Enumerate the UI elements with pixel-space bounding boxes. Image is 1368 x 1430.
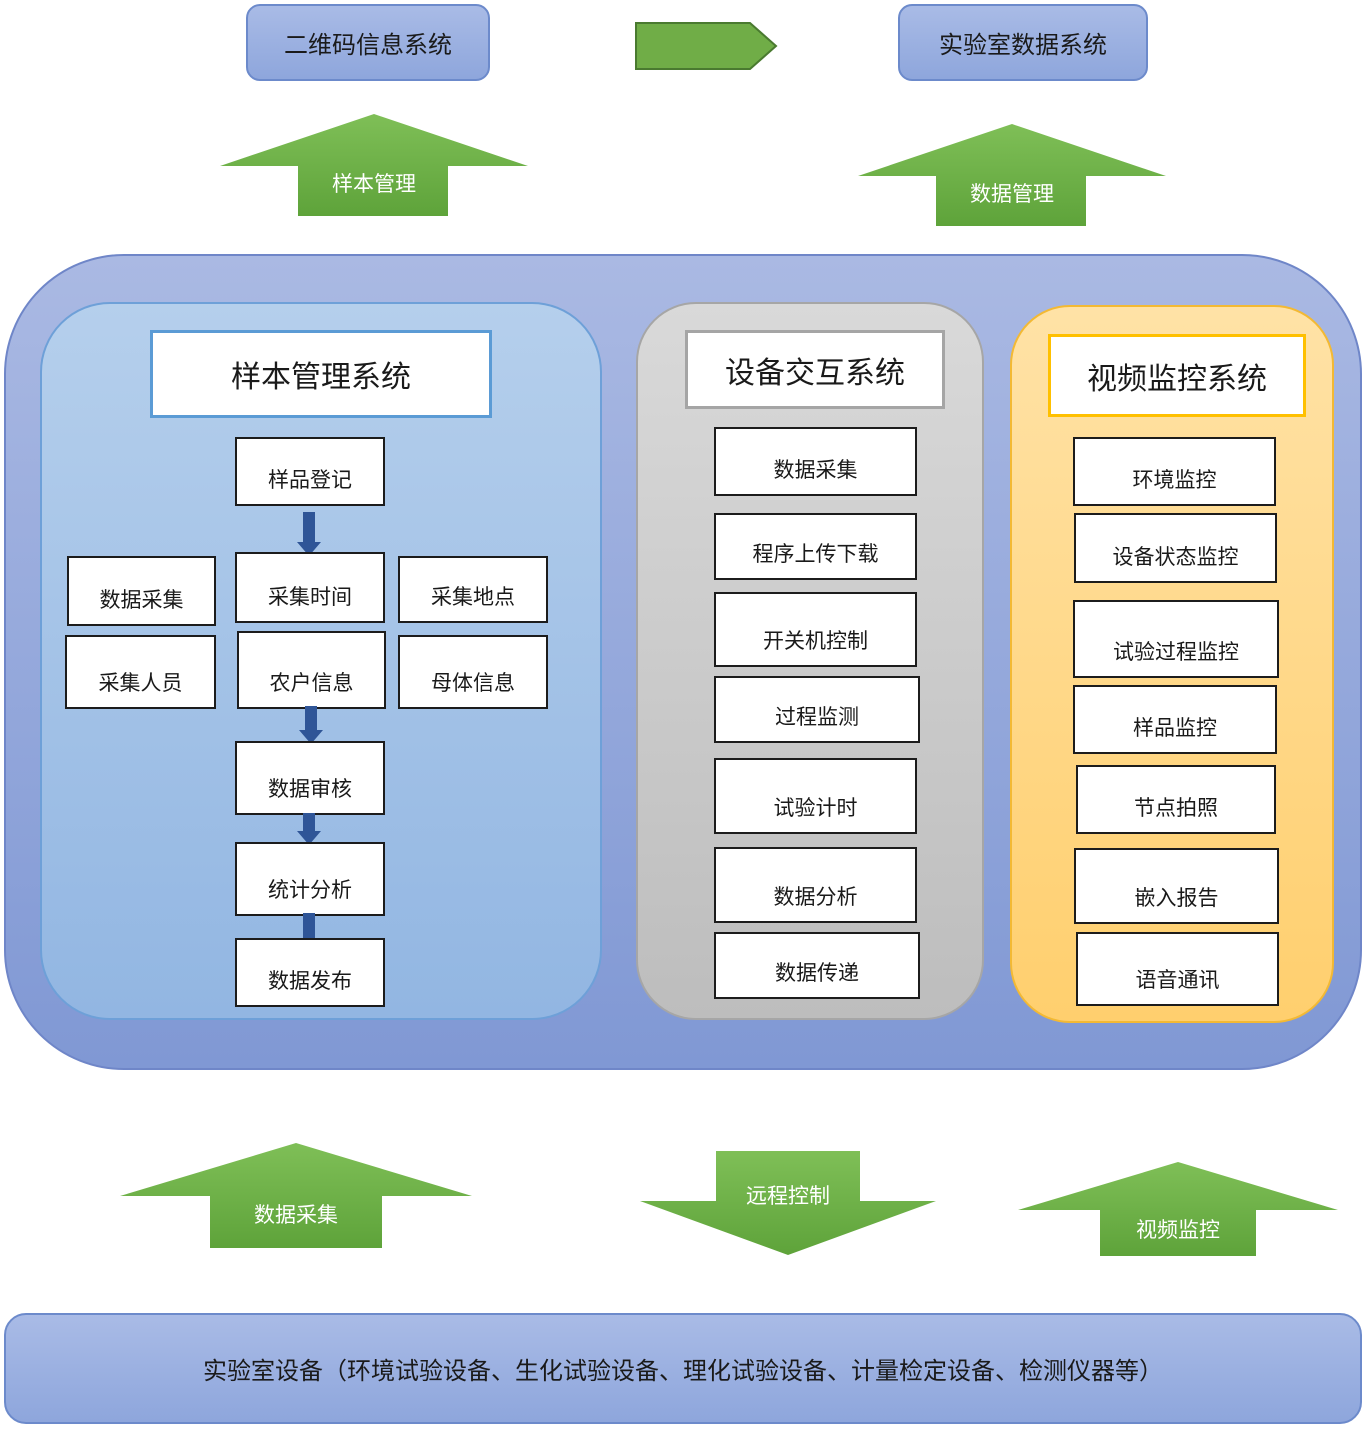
data-collect-arrow-label: 数据采集 xyxy=(254,1203,338,1227)
data-review-box: 数据审核 xyxy=(235,741,385,815)
device-item-power-control: 开关机控制 xyxy=(714,592,917,667)
right-arrow-icon xyxy=(634,21,778,71)
lab-data-system: 实验室数据系统 xyxy=(898,4,1148,81)
device-item-data-collect: 数据采集 xyxy=(714,427,917,496)
flow-arrow-icon xyxy=(297,813,321,845)
video-item-embed-report: 嵌入报告 xyxy=(1074,848,1279,924)
video-monitor-arrow: 视频监控 xyxy=(1018,1162,1338,1256)
device-interaction-title: 设备交互系统 xyxy=(685,330,945,409)
qr-info-system: 二维码信息系统 xyxy=(246,4,490,81)
data-collect-box: 数据采集 xyxy=(67,556,216,626)
collect-person-box: 采集人员 xyxy=(65,635,216,709)
device-item-process-monitor: 过程监测 xyxy=(714,676,920,743)
video-monitor-title: 视频监控系统 xyxy=(1048,334,1306,417)
video-item-sample: 样品监控 xyxy=(1073,685,1277,754)
video-item-device-status: 设备状态监控 xyxy=(1074,513,1277,583)
collect-place-box: 采集地点 xyxy=(398,556,548,623)
sample-mgmt-arrow-label: 样本管理 xyxy=(332,172,416,196)
video-item-node-photo: 节点拍照 xyxy=(1076,765,1276,834)
data-mgmt-arrow: 数据管理 xyxy=(858,124,1166,226)
device-item-data-transfer: 数据传递 xyxy=(714,932,920,999)
device-item-test-timing: 试验计时 xyxy=(714,758,917,834)
qr-info-system-label: 二维码信息系统 xyxy=(284,31,452,59)
lab-equipment-bar: 实验室设备（环境试验设备、生化试验设备、理化试验设备、计量检定设备、检测仪器等） xyxy=(4,1313,1362,1424)
flow-arrow-icon xyxy=(297,512,321,556)
flow-arrow-icon xyxy=(299,706,323,744)
video-monitor-arrow-label: 视频监控 xyxy=(1136,1218,1220,1242)
device-item-data-analysis: 数据分析 xyxy=(714,847,917,923)
lab-data-system-label: 实验室数据系统 xyxy=(939,31,1107,59)
farmer-info-box: 农户信息 xyxy=(237,631,386,709)
lab-equipment-label: 实验室设备（环境试验设备、生化试验设备、理化试验设备、计量检定设备、检测仪器等） xyxy=(203,1357,1163,1385)
sample-mgmt-arrow: 样本管理 xyxy=(220,114,528,216)
collect-time-box: 采集时间 xyxy=(235,552,385,623)
remote-control-arrow: 远程控制 xyxy=(640,1151,936,1255)
remote-control-arrow-label: 远程控制 xyxy=(746,1184,830,1208)
device-item-program-upload: 程序上传下载 xyxy=(714,513,917,580)
sample-mgmt-title: 样本管理系统 xyxy=(150,330,492,418)
mother-info-box: 母体信息 xyxy=(398,635,548,709)
video-item-voice-comm: 语音通讯 xyxy=(1076,932,1279,1006)
data-mgmt-arrow-label: 数据管理 xyxy=(970,182,1054,206)
stat-analysis-box: 统计分析 xyxy=(235,842,385,916)
sample-registration-box: 样品登记 xyxy=(235,437,385,506)
data-collect-arrow: 数据采集 xyxy=(120,1143,472,1248)
data-publish-box: 数据发布 xyxy=(235,938,385,1007)
video-item-environment: 环境监控 xyxy=(1073,437,1276,506)
video-item-test-process: 试验过程监控 xyxy=(1073,600,1279,678)
